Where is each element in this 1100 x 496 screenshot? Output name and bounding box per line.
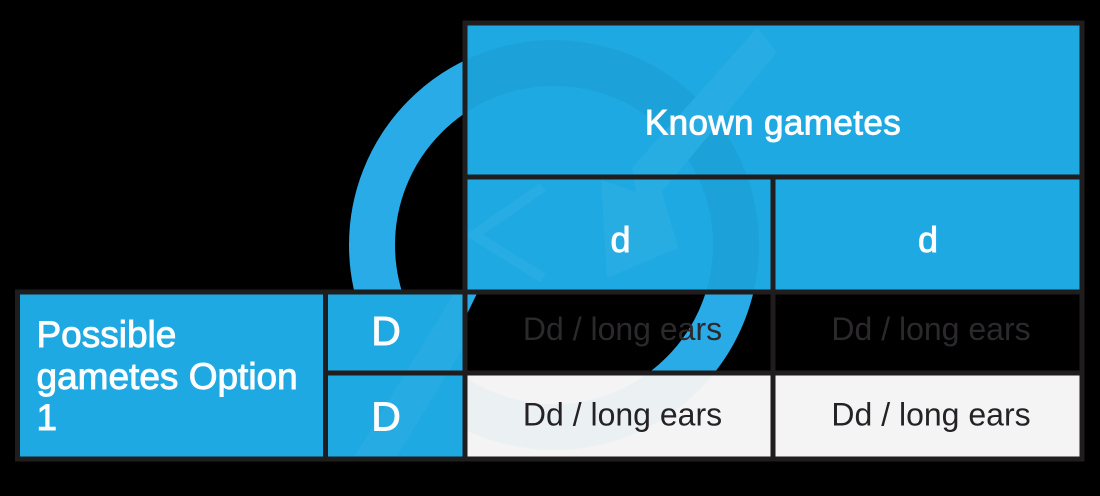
svg-text:Dd / long ears: Dd / long ears: [831, 311, 1030, 347]
svg-text:d: d: [610, 219, 630, 260]
svg-text:Known gametes: Known gametes: [645, 104, 901, 143]
svg-text:Dd / long ears: Dd / long ears: [831, 397, 1030, 433]
svg-text:gametes Option: gametes Option: [37, 356, 298, 397]
svg-text:Dd / long ears: Dd / long ears: [523, 397, 722, 433]
svg-text:Possible: Possible: [37, 314, 177, 355]
svg-text:D: D: [371, 394, 401, 440]
svg-text:d: d: [918, 219, 938, 260]
svg-text:1: 1: [37, 397, 58, 438]
svg-text:D: D: [371, 308, 401, 354]
svg-text:Dd / long ears: Dd / long ears: [523, 311, 722, 347]
